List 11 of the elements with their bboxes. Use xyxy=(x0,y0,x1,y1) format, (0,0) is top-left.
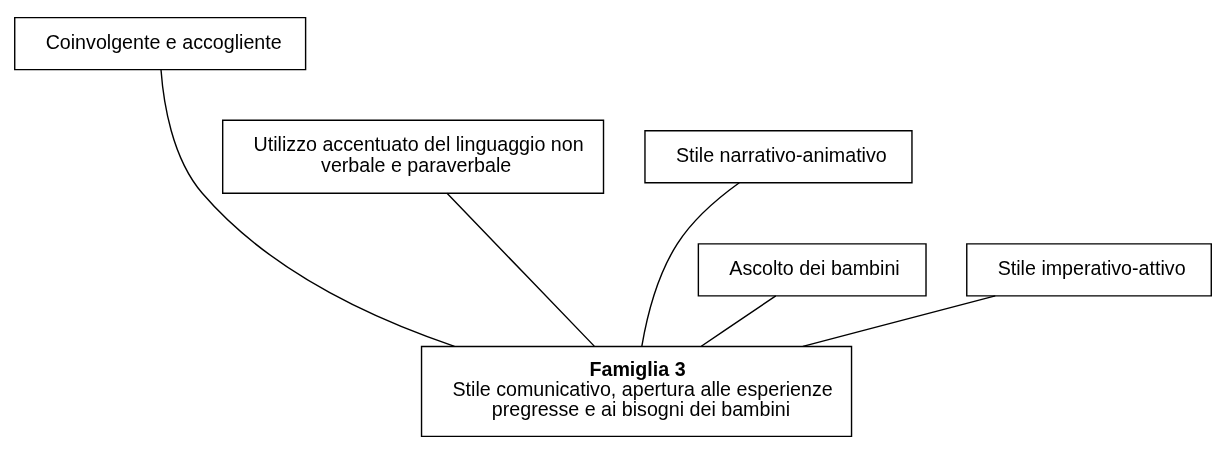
connector xyxy=(446,192,595,347)
connector xyxy=(641,182,740,347)
node-box: Stile imperativo-attivo xyxy=(966,243,1212,297)
connector xyxy=(700,295,777,347)
connector xyxy=(802,295,996,348)
connector xyxy=(160,69,456,348)
node-box: Coinvolgente e accogliente xyxy=(14,16,307,71)
node-box: Famiglia 3 Stile comunicativo, apertura alle esperienze pregresse e ai bisogni dei bambini xyxy=(420,345,853,438)
node-box: Ascolto dei bambini xyxy=(697,243,927,297)
node-box: Stile narrativo-animativo xyxy=(644,130,913,184)
node-box: Utilizzo accentuato del linguaggio non verbale e paraverbale xyxy=(222,119,605,194)
